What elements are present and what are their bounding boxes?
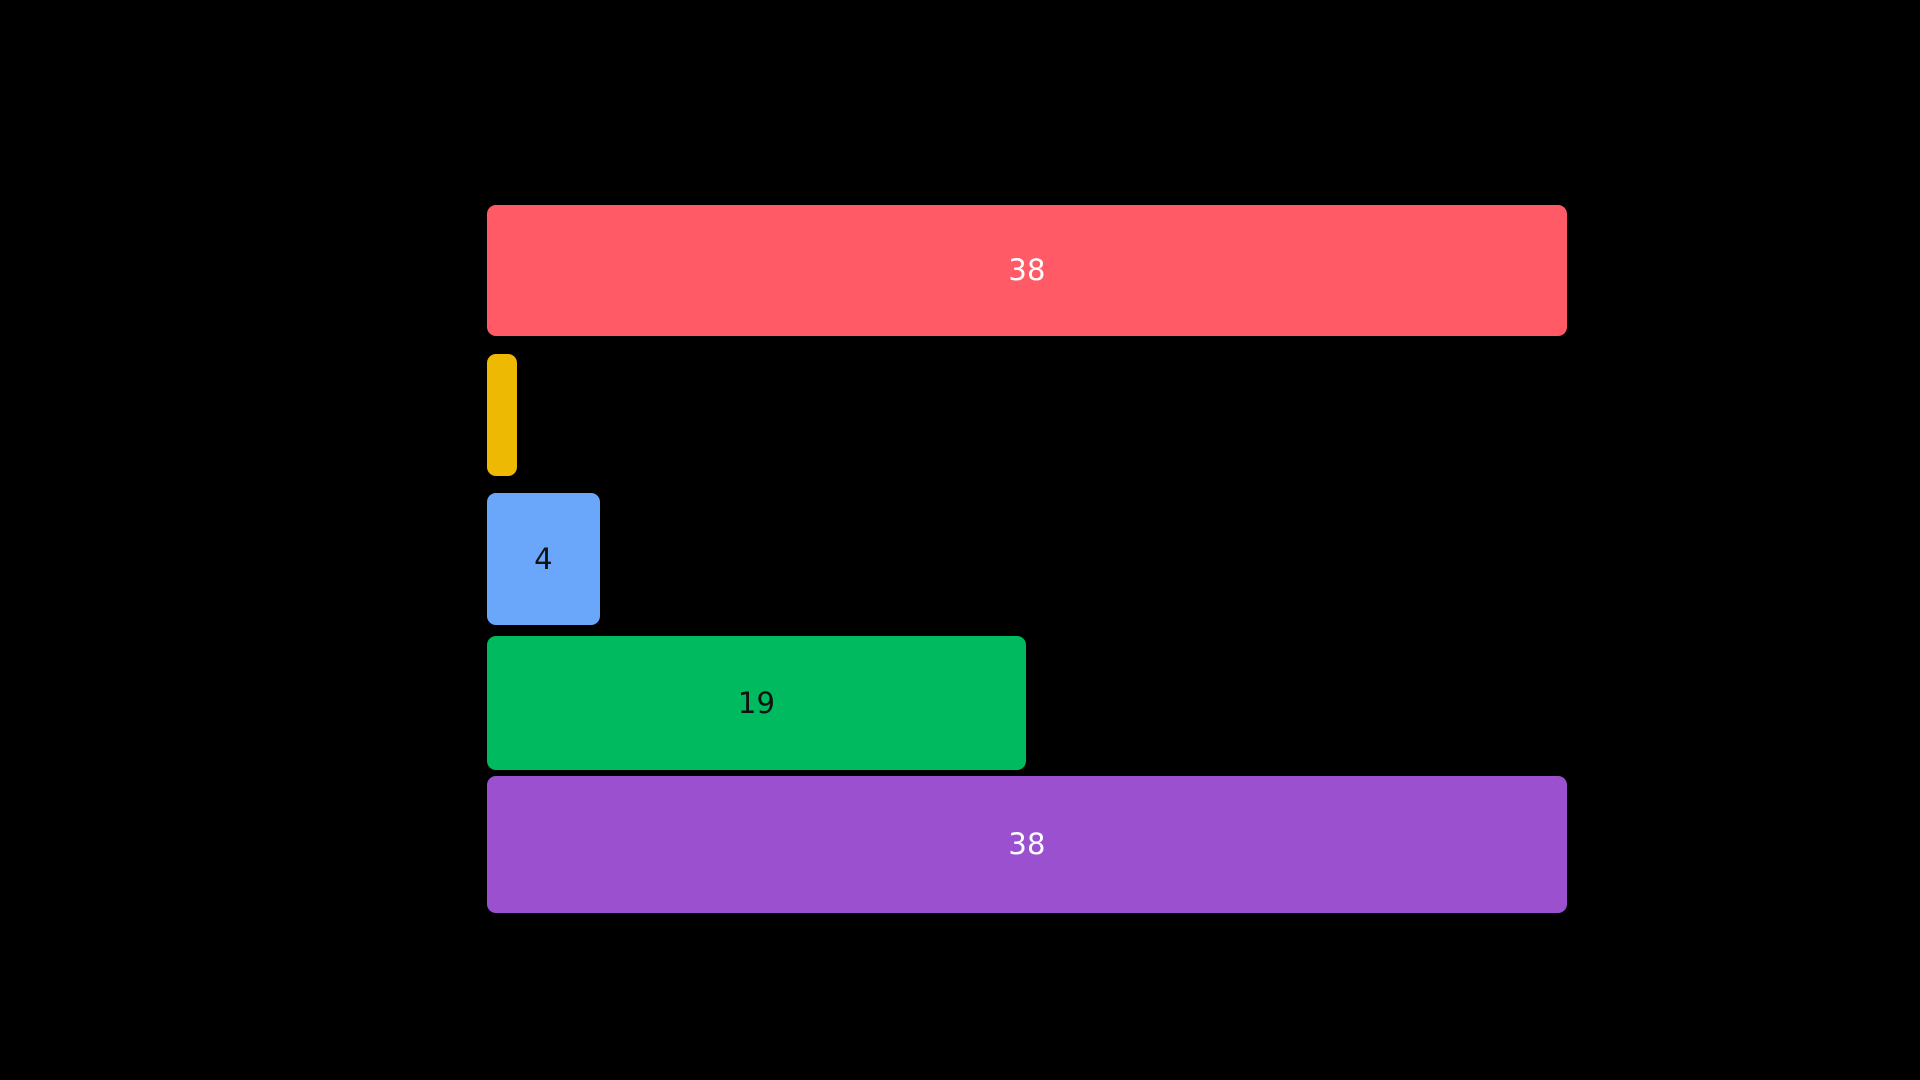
- bar-row: [487, 354, 517, 476]
- bar-2[interactable]: [487, 493, 600, 625]
- bar-row: 38: [487, 776, 1567, 913]
- bar-row: 4: [487, 493, 600, 625]
- bar-4[interactable]: [487, 776, 1567, 913]
- bar-3[interactable]: [487, 636, 1026, 770]
- bar-row: 38: [487, 205, 1567, 336]
- bar-0[interactable]: [487, 205, 1567, 336]
- bar-1[interactable]: [487, 354, 517, 476]
- bar-row: 19: [487, 636, 1026, 770]
